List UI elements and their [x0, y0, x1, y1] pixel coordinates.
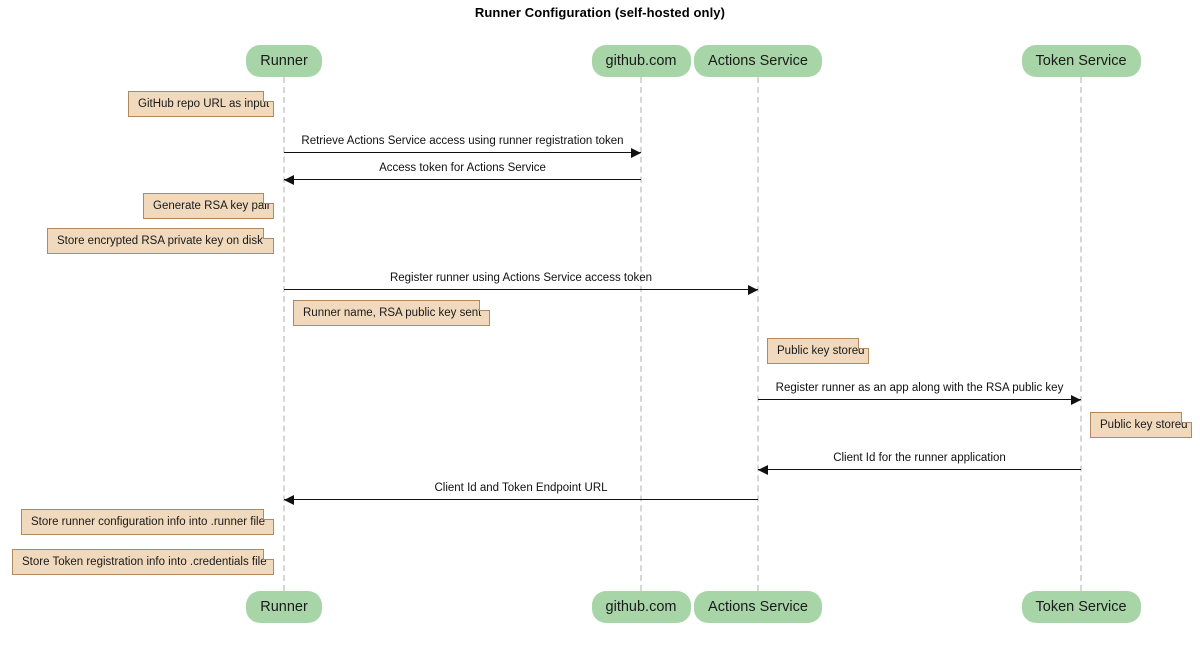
note-6: Public key stored — [1090, 412, 1192, 438]
message-line-msg-6 — [284, 499, 758, 500]
note-fold-corner-icon — [1181, 412, 1192, 423]
note-3: Store encrypted RSA private key on disk — [47, 228, 274, 254]
arrow-head-right-msg-3 — [748, 285, 758, 295]
note-fold-corner-icon — [263, 509, 274, 520]
message-line-msg-2 — [284, 179, 641, 180]
note-fold-corner-icon — [263, 549, 274, 560]
participant-actions-top[interactable]: Actions Service — [694, 45, 822, 77]
arrow-head-left-msg-5 — [758, 465, 768, 475]
note-2: Generate RSA key pair — [143, 193, 274, 219]
participant-github-bottom[interactable]: github.com — [591, 591, 691, 623]
message-line-msg-3 — [284, 289, 758, 290]
participant-actions-bottom[interactable]: Actions Service — [694, 591, 822, 623]
message-label-msg-2: Access token for Actions Service — [379, 162, 546, 174]
message-label-msg-4: Register runner as an app along with the… — [775, 382, 1064, 394]
note-4: Runner name, RSA public key sent — [293, 300, 490, 326]
message-line-msg-4 — [758, 399, 1081, 400]
note-text: Store encrypted RSA private key on disk — [57, 235, 263, 247]
note-text: Public key stored — [1100, 419, 1188, 431]
message-label-msg-3: Register runner using Actions Service ac… — [389, 272, 653, 284]
message-line-msg-5 — [758, 469, 1081, 470]
arrow-head-left-msg-6 — [284, 495, 294, 505]
lifeline-token — [1080, 77, 1082, 591]
note-fold-corner-icon — [263, 193, 274, 204]
note-7: Store runner configuration info into .ru… — [21, 509, 274, 535]
note-fold-corner-icon — [858, 338, 869, 349]
lifeline-runner — [283, 77, 285, 591]
note-fold-corner-icon — [263, 228, 274, 239]
lifeline-github — [640, 77, 642, 591]
message-label-msg-6: Client Id and Token Endpoint URL — [434, 482, 608, 494]
arrow-head-left-msg-2 — [284, 175, 294, 185]
participant-github-top[interactable]: github.com — [591, 45, 691, 77]
arrow-head-right-msg-1 — [631, 148, 641, 158]
note-5: Public key stored — [767, 338, 869, 364]
message-line-msg-1 — [284, 152, 641, 153]
participant-runner-bottom[interactable]: Runner — [246, 591, 322, 623]
message-label-msg-5: Client Id for the runner application — [833, 452, 1006, 464]
arrow-head-right-msg-4 — [1071, 395, 1081, 405]
note-text: Generate RSA key pair — [153, 200, 271, 212]
note-text: Store runner configuration info into .ru… — [31, 516, 265, 528]
note-8: Store Token registration info into .cred… — [12, 549, 274, 575]
note-1: GitHub repo URL as input — [128, 91, 274, 117]
note-text: Runner name, RSA public key sent — [303, 307, 482, 319]
note-fold-corner-icon — [263, 91, 274, 102]
note-fold-corner-icon — [479, 300, 490, 311]
participant-token-top[interactable]: Token Service — [1021, 45, 1141, 77]
message-label-msg-1: Retrieve Actions Service access using ru… — [301, 135, 624, 147]
note-text: GitHub repo URL as input — [138, 98, 270, 110]
lifeline-actions — [757, 77, 759, 591]
participant-token-bottom[interactable]: Token Service — [1021, 591, 1141, 623]
note-text: Public key stored — [777, 345, 865, 357]
page-title: Runner Configuration (self-hosted only) — [474, 5, 726, 20]
participant-runner-top[interactable]: Runner — [246, 45, 322, 77]
note-text: Store Token registration info into .cred… — [22, 556, 267, 568]
